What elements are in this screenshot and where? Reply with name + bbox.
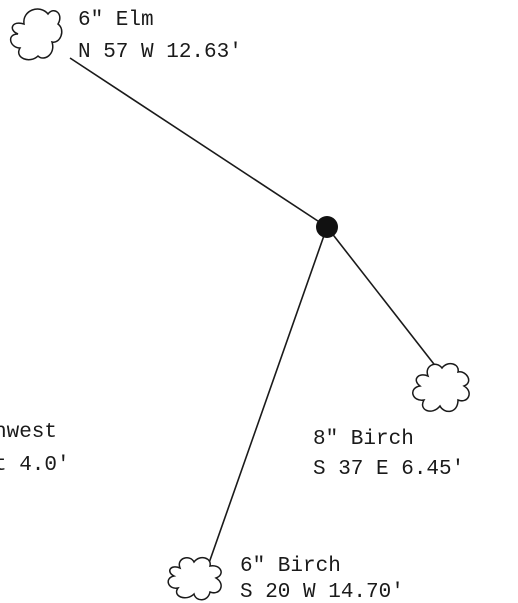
partial-west-label: hwest xyxy=(0,421,57,444)
tree-cloud-icon xyxy=(167,556,222,601)
elm-size-label: 6" Elm xyxy=(78,9,154,32)
partial-distance-label: t 4.0' xyxy=(0,454,70,477)
elm-bearing-label: N 57 W 12.63' xyxy=(78,41,242,64)
birch-8in-size-label: 8" Birch xyxy=(313,428,414,451)
line-to-6in-birch xyxy=(208,226,328,564)
tree-cloud-icon xyxy=(9,8,63,61)
birch-8in-bearing-label: S 37 E 6.45' xyxy=(313,458,464,481)
tree-cloud-icon xyxy=(412,362,470,413)
reference-point xyxy=(316,216,338,238)
line-to-elm xyxy=(69,57,328,228)
birch-6in-size-label: 6" Birch xyxy=(240,555,341,578)
birch-6in-bearing-label: S 20 W 14.70' xyxy=(240,581,404,603)
line-to-8in-birch xyxy=(326,226,438,369)
